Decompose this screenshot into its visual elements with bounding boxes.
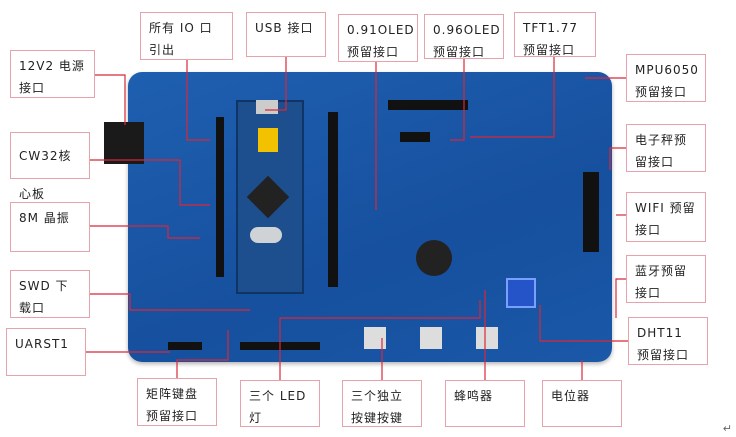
pcb-board — [104, 72, 612, 362]
crystal — [250, 227, 282, 243]
label-wifi: WIFI 预留接口 — [626, 192, 706, 242]
label-leds: 三个 LED 灯 — [240, 380, 320, 427]
paragraph-mark-icon: ↵ — [722, 422, 732, 435]
tft-header — [388, 100, 468, 110]
label-bluetooth: 蓝牙预留接口 — [626, 255, 706, 303]
label-oled091: 0.91OLED 预留接口 — [338, 14, 418, 62]
label-power: 12V2 电源接口 — [10, 50, 95, 98]
label-oled096: 0.96OLED 预留接口 — [424, 14, 504, 59]
buzzer — [416, 240, 452, 276]
jumper — [258, 128, 278, 152]
uart-header — [168, 342, 202, 350]
dc-jack — [104, 122, 144, 164]
label-uart: UARST1 — [6, 328, 86, 376]
label-swd: SWD 下载口 — [10, 270, 90, 318]
oled-header — [400, 132, 430, 142]
label-potentiometer: 电位器 — [542, 380, 622, 427]
io-header — [328, 112, 338, 287]
label-buttons: 三个独立按键按键 — [342, 380, 422, 427]
label-usb: USB 接口 — [246, 12, 326, 57]
label-keypad: 矩阵键盘预留接口 — [137, 378, 217, 426]
left-header — [216, 117, 224, 277]
label-tft: TFT1.77 预留接口 — [514, 12, 596, 57]
button — [420, 327, 442, 349]
label-buzzer: 蜂鸣器 — [445, 380, 525, 427]
wifi-header — [583, 172, 599, 252]
button — [364, 327, 386, 349]
label-core-board: CW32核心板 — [10, 132, 90, 201]
potentiometer — [506, 278, 536, 308]
label-mpu6050: MPU6050 预留接口 — [626, 54, 706, 102]
button — [476, 327, 498, 349]
label-scale: 电子秤预留接口 — [626, 124, 706, 172]
label-dht11: DHT11 预留接口 — [628, 317, 708, 365]
label-io-breakout: 所有 IO 口引出 — [140, 12, 233, 60]
label-crystal: 8M 晶振 — [10, 202, 90, 252]
